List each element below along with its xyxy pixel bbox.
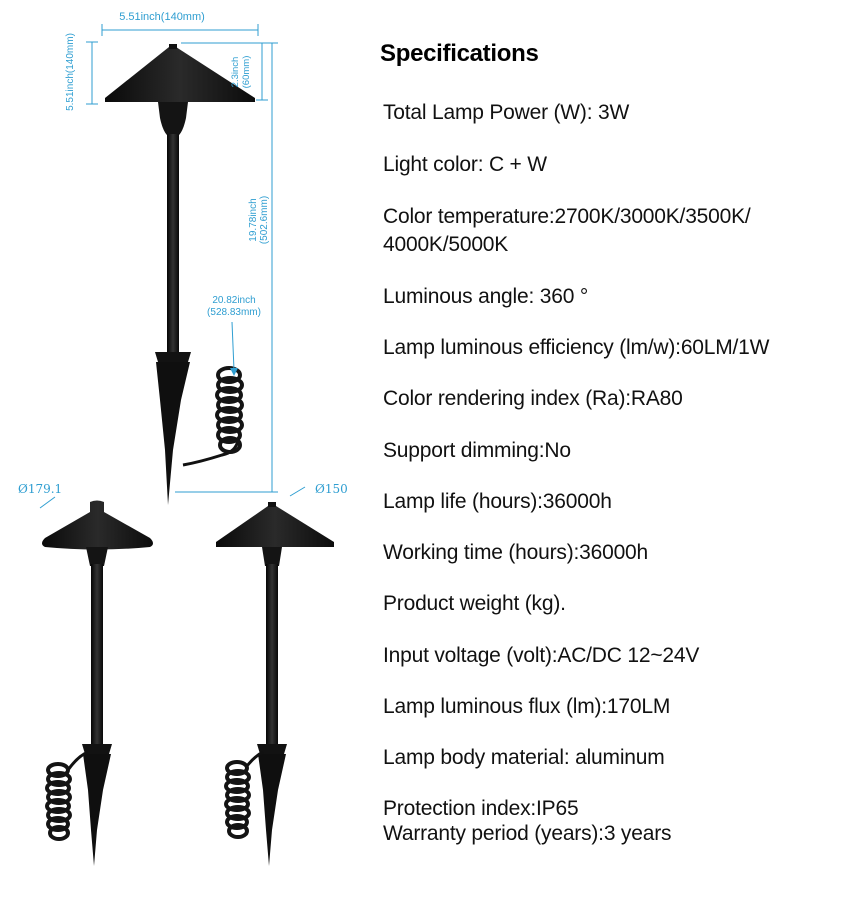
spec-working-time: Working time (hours):36000h <box>383 541 649 564</box>
spec-support-dimming: Support dimming:No <box>383 439 571 462</box>
cable-length-inch-label: 20.82inch <box>212 295 255 306</box>
shade-height-inch-label: 2.3inch <box>230 57 241 88</box>
spec-input-voltage: Input voltage (volt):AC/DC 12~24V <box>383 644 700 667</box>
round-diameter-label: Ø179.1 <box>18 482 62 496</box>
cable-coil-left <box>45 762 72 841</box>
left-height-label: 5.51inch(140mm) <box>65 33 76 111</box>
spec-protection-index: Protection index:IP65 <box>383 797 579 820</box>
main-lamp <box>105 44 255 505</box>
product-illustration: 5.51inch(140mm) 5.51inch(140mm) 2.3inch … <box>18 11 348 866</box>
spec-luminous-angle: Luminous angle: 360 ° <box>383 285 589 308</box>
cable-coil-main <box>215 366 244 454</box>
round-shade-lamp <box>42 500 153 866</box>
spec-color-rendering-index: Color rendering index (Ra):RA80 <box>383 387 683 410</box>
spec-color-temperature-cont: 4000K/5000K <box>383 233 509 256</box>
specifications-panel: Specifications Total Lamp Power (W): 3W … <box>380 0 850 897</box>
spec-body-material: Lamp body material: aluminum <box>383 746 665 769</box>
spec-luminous-efficiency: Lamp luminous efficiency (lm/w):60LM/1W <box>383 336 770 359</box>
cable-coil-right <box>224 760 251 839</box>
spec-product-weight: Product weight (kg). <box>383 592 566 615</box>
dimension-lines <box>39 24 306 509</box>
shade-height-mm-label: (60mm) <box>241 56 252 89</box>
spec-total-lamp-power: Total Lamp Power (W): 3W <box>383 101 630 124</box>
top-width-label: 5.51inch(140mm) <box>119 11 205 23</box>
cable-length-mm-label: (528.83mm) <box>207 307 261 318</box>
spec-color-temperature: Color temperature:2700K/3000K/3500K/ <box>383 205 751 228</box>
square-diameter-label: Ø150 <box>315 482 348 496</box>
spec-luminous-flux: Lamp luminous flux (lm):170LM <box>383 695 671 718</box>
total-height-inch-label: 19.78inch <box>248 198 259 241</box>
spec-warranty-period: Warranty period (years):3 years <box>383 822 672 845</box>
total-height-mm-label: (502.6mm) <box>259 196 270 244</box>
specifications-title: Specifications <box>380 40 539 67</box>
spec-lamp-life: Lamp life (hours):36000h <box>383 490 612 513</box>
square-shade-lamp <box>216 502 334 866</box>
spec-light-color: Light color: C + W <box>383 153 547 176</box>
